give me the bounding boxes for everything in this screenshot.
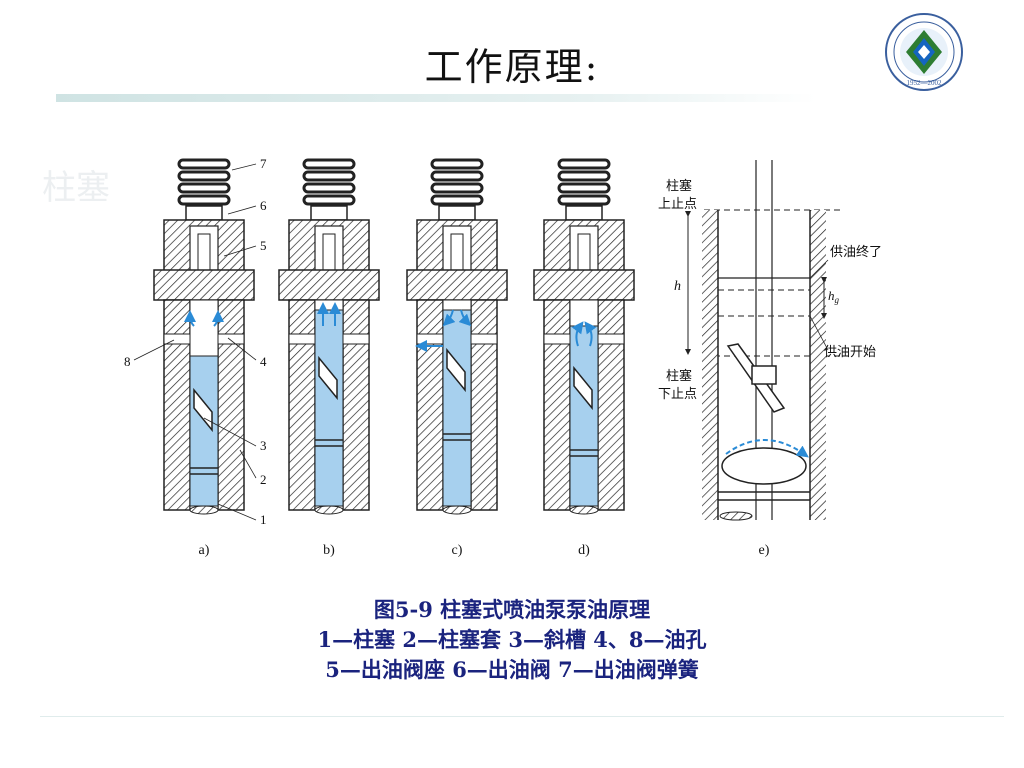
panel-label: d) xyxy=(578,543,590,558)
tdc-label: 上止点 xyxy=(658,196,697,211)
supply-start-label: 供油开始 xyxy=(824,344,876,359)
panel-label: b) xyxy=(323,543,335,558)
part-number: 4 xyxy=(260,354,267,369)
university-logo: 1952—2002 xyxy=(885,13,963,91)
footer-divider xyxy=(40,716,1004,717)
svg-text:hg: hg xyxy=(828,288,840,305)
title-underline xyxy=(56,94,816,102)
ghost-text: 柱塞 xyxy=(42,168,110,208)
plunger-pump-diagram: 7 6 5 4 8 3 2 1 h xyxy=(124,156,882,558)
panel-label: c) xyxy=(452,543,463,558)
caption-legend-line: 1—柱塞 2—柱塞套 3—斜槽 4、8—油孔 xyxy=(317,627,707,652)
part-number: 3 xyxy=(260,438,267,453)
part-number: 7 xyxy=(260,156,267,171)
part-number: 1 xyxy=(260,512,267,527)
caption-legend-line: 5—出油阀座 6—出油阀 7—出油阀弹簧 xyxy=(325,657,699,682)
h-label: h xyxy=(674,279,681,294)
tdc-label: 柱塞 xyxy=(666,178,692,193)
bdc-label: 下止点 xyxy=(658,386,697,401)
supply-end-label: 供油终了 xyxy=(830,244,882,259)
bdc-label: 柱塞 xyxy=(666,368,692,383)
logo-digits: 1952—2002 xyxy=(907,79,943,87)
part-number: 6 xyxy=(260,198,267,213)
part-number: 5 xyxy=(260,238,267,253)
panel-label: e) xyxy=(759,543,770,558)
panel-label: a) xyxy=(199,543,210,558)
part-number: 8 xyxy=(124,354,131,369)
slide-title: 工作原理: xyxy=(424,45,600,89)
hg-subscript: g xyxy=(835,295,840,305)
figure-caption: 图5-9 柱塞式喷油泵泵油原理 xyxy=(373,597,651,622)
part-number: 2 xyxy=(260,472,267,487)
hg-label: h xyxy=(828,288,835,303)
